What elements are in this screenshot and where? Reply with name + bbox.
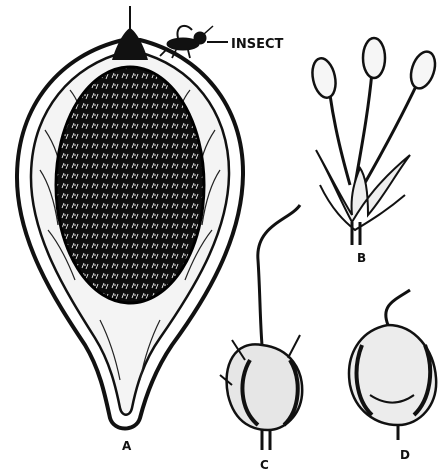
anther-left	[309, 56, 339, 100]
anther-middle	[363, 38, 385, 78]
figure-b	[309, 38, 439, 245]
figure-b-label: B	[357, 251, 366, 265]
anther-right	[407, 49, 440, 92]
insect-label: INSECT	[231, 37, 284, 52]
figure-c-label: C	[260, 458, 269, 472]
figure-c	[220, 205, 302, 450]
figure-d-label: D	[400, 448, 410, 462]
figure-d	[349, 290, 436, 440]
ovary-d	[349, 325, 436, 425]
style-c	[258, 205, 300, 345]
perianth	[316, 150, 410, 222]
floret-mass	[56, 67, 204, 303]
figure-a-label: A	[122, 439, 132, 453]
style-d	[386, 290, 410, 325]
